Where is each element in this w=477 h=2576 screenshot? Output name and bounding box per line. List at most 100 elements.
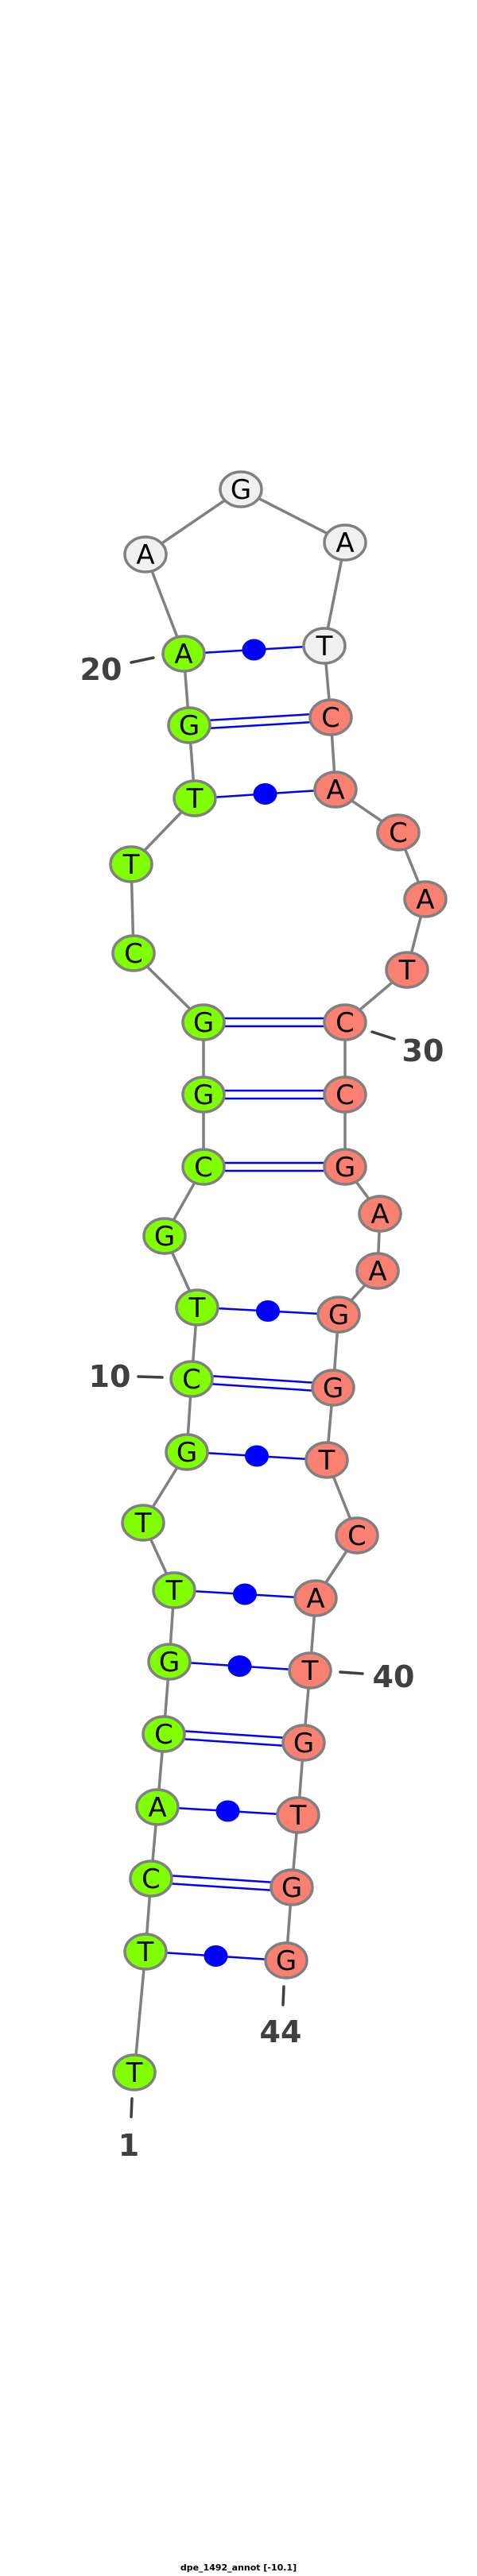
nucleotide-circle bbox=[403, 880, 448, 918]
wobble-pair-dot bbox=[233, 1583, 257, 1605]
nucleotide-circle bbox=[323, 523, 367, 562]
nucleotide-circle bbox=[323, 1003, 367, 1041]
nucleotide-41: G bbox=[281, 1724, 326, 1762]
nucleotide-circle bbox=[123, 1933, 168, 1971]
nucleotide-1: T bbox=[112, 2053, 157, 2091]
position-label: 20 bbox=[80, 652, 122, 687]
nucleotide-12: G bbox=[142, 1217, 187, 1255]
nucleotide-18: T bbox=[173, 779, 217, 817]
nucleotide-25: C bbox=[308, 698, 353, 736]
nucleotide-circle bbox=[152, 1571, 196, 1609]
nucleotide-circle bbox=[111, 934, 156, 972]
nucleotide-circle bbox=[293, 1579, 338, 1617]
nucleotide-circle bbox=[313, 770, 358, 809]
nucleotide-letter: T bbox=[318, 1445, 335, 1477]
nucleotide-letter: A bbox=[416, 884, 434, 916]
nucleotide-circle bbox=[385, 951, 429, 989]
position-tick bbox=[370, 1030, 396, 1041]
base-pair-line bbox=[184, 1730, 284, 1739]
base-pair-line bbox=[209, 713, 310, 722]
nucleotide-37: T bbox=[304, 1441, 349, 1479]
nucleotide-letter: C bbox=[321, 702, 340, 734]
nucleotide-letter: A bbox=[368, 1256, 386, 1288]
nucleotide-24: T bbox=[302, 627, 347, 665]
nucleotide-letter: G bbox=[276, 1945, 297, 1977]
position-tick bbox=[339, 1670, 364, 1675]
nucleotide-21: A bbox=[123, 535, 168, 574]
nucleotide-letter: A bbox=[306, 1583, 324, 1615]
nucleotide-40: T bbox=[288, 1651, 332, 1690]
nucleotide-7: T bbox=[152, 1571, 196, 1609]
wobble-pair-dot bbox=[256, 1300, 280, 1322]
nucleotide-26: A bbox=[313, 770, 358, 809]
nucleotide-29: T bbox=[385, 951, 429, 989]
nucleotide-28: A bbox=[403, 880, 448, 918]
nucleotide-letter: C bbox=[194, 1152, 213, 1184]
nucleotide-letter: C bbox=[347, 1520, 366, 1552]
nucleotide-31: C bbox=[323, 1076, 367, 1114]
nucleotide-42: T bbox=[276, 1796, 320, 1834]
nucleotide-circle bbox=[308, 698, 353, 736]
nucleotide-circle bbox=[276, 1796, 320, 1834]
nucleotide-letter: T bbox=[188, 1292, 206, 1324]
nucleotide-33: A bbox=[358, 1195, 402, 1233]
nucleotide-11: T bbox=[175, 1288, 219, 1327]
nucleotide-circle bbox=[142, 1217, 187, 1255]
structure-title: dpe_1492_annot [-10.1] bbox=[180, 2562, 297, 2573]
nucleotide-circle bbox=[323, 1148, 367, 1186]
nucleotide-letter: G bbox=[281, 1872, 302, 1904]
nucleotide-circle bbox=[161, 635, 206, 673]
nucleotide-5: C bbox=[142, 1715, 186, 1753]
nucleotide-39: A bbox=[293, 1579, 338, 1617]
nucleotide-15: G bbox=[181, 1003, 226, 1041]
nucleotide-circle bbox=[358, 1195, 402, 1233]
nucleotide-6: G bbox=[147, 1643, 192, 1681]
nucleotide-letter: T bbox=[122, 849, 140, 881]
nucleotide-letter: A bbox=[326, 774, 344, 806]
nucleotide-letter: G bbox=[328, 1300, 349, 1331]
nucleotide-8: T bbox=[121, 1504, 165, 1542]
nucleotide-circle bbox=[142, 1715, 186, 1753]
nucleotide-letter: G bbox=[176, 1437, 197, 1469]
nucleotide-letter: G bbox=[159, 1647, 180, 1678]
nucleotide-letter: C bbox=[124, 938, 143, 970]
nucleotide-circle bbox=[181, 1148, 226, 1186]
wobble-pair-dot bbox=[253, 783, 277, 805]
nucleotide-letter: G bbox=[154, 1221, 175, 1253]
nucleotide-circle bbox=[112, 2053, 157, 2091]
nucleotide-14: G bbox=[181, 1076, 226, 1114]
nucleotide-letter: G bbox=[293, 1728, 314, 1759]
nucleotide-letter: C bbox=[335, 1079, 355, 1111]
wobble-pair-dot bbox=[245, 1445, 269, 1467]
wobble-pair-dot bbox=[204, 1945, 228, 1967]
nucleotide-letter: G bbox=[335, 1152, 355, 1184]
nucleotide-circle bbox=[288, 1651, 332, 1690]
nucleotide-16: C bbox=[111, 934, 156, 972]
nucleotide-circle bbox=[335, 1516, 379, 1554]
position-label: 44 bbox=[260, 2014, 302, 2049]
nucleotide-letter: G bbox=[231, 474, 251, 506]
nucleotide-3: C bbox=[129, 1860, 173, 1898]
nucleotide-circle bbox=[109, 845, 153, 883]
nucleotide-35: G bbox=[316, 1296, 361, 1334]
nucleotide-circle bbox=[147, 1643, 192, 1681]
nucleotide-circle bbox=[304, 1441, 349, 1479]
nucleotide-circle bbox=[311, 1369, 355, 1407]
position-tick bbox=[130, 656, 155, 664]
nucleotide-9: G bbox=[165, 1433, 209, 1471]
nucleotide-circle bbox=[219, 470, 263, 508]
nucleotide-circle bbox=[123, 535, 168, 574]
base-pair-line bbox=[212, 1375, 313, 1384]
nucleotide-circle bbox=[169, 1360, 214, 1398]
backbone-segment bbox=[133, 1951, 147, 2073]
nucleotide-letter: G bbox=[323, 1373, 343, 1404]
nucleotide-30: C bbox=[323, 1003, 367, 1041]
nucleotide-letter: T bbox=[165, 1575, 183, 1607]
nucleotide-letter: T bbox=[137, 1937, 154, 1968]
nucleotide-circle bbox=[270, 1868, 314, 1906]
nucleotide-43: G bbox=[270, 1868, 314, 1906]
nucleotide-circle bbox=[355, 1252, 400, 1290]
nucleotide-17: T bbox=[109, 845, 153, 883]
nucleotide-letter: G bbox=[179, 710, 200, 742]
nucleotide-27: C bbox=[376, 813, 421, 852]
